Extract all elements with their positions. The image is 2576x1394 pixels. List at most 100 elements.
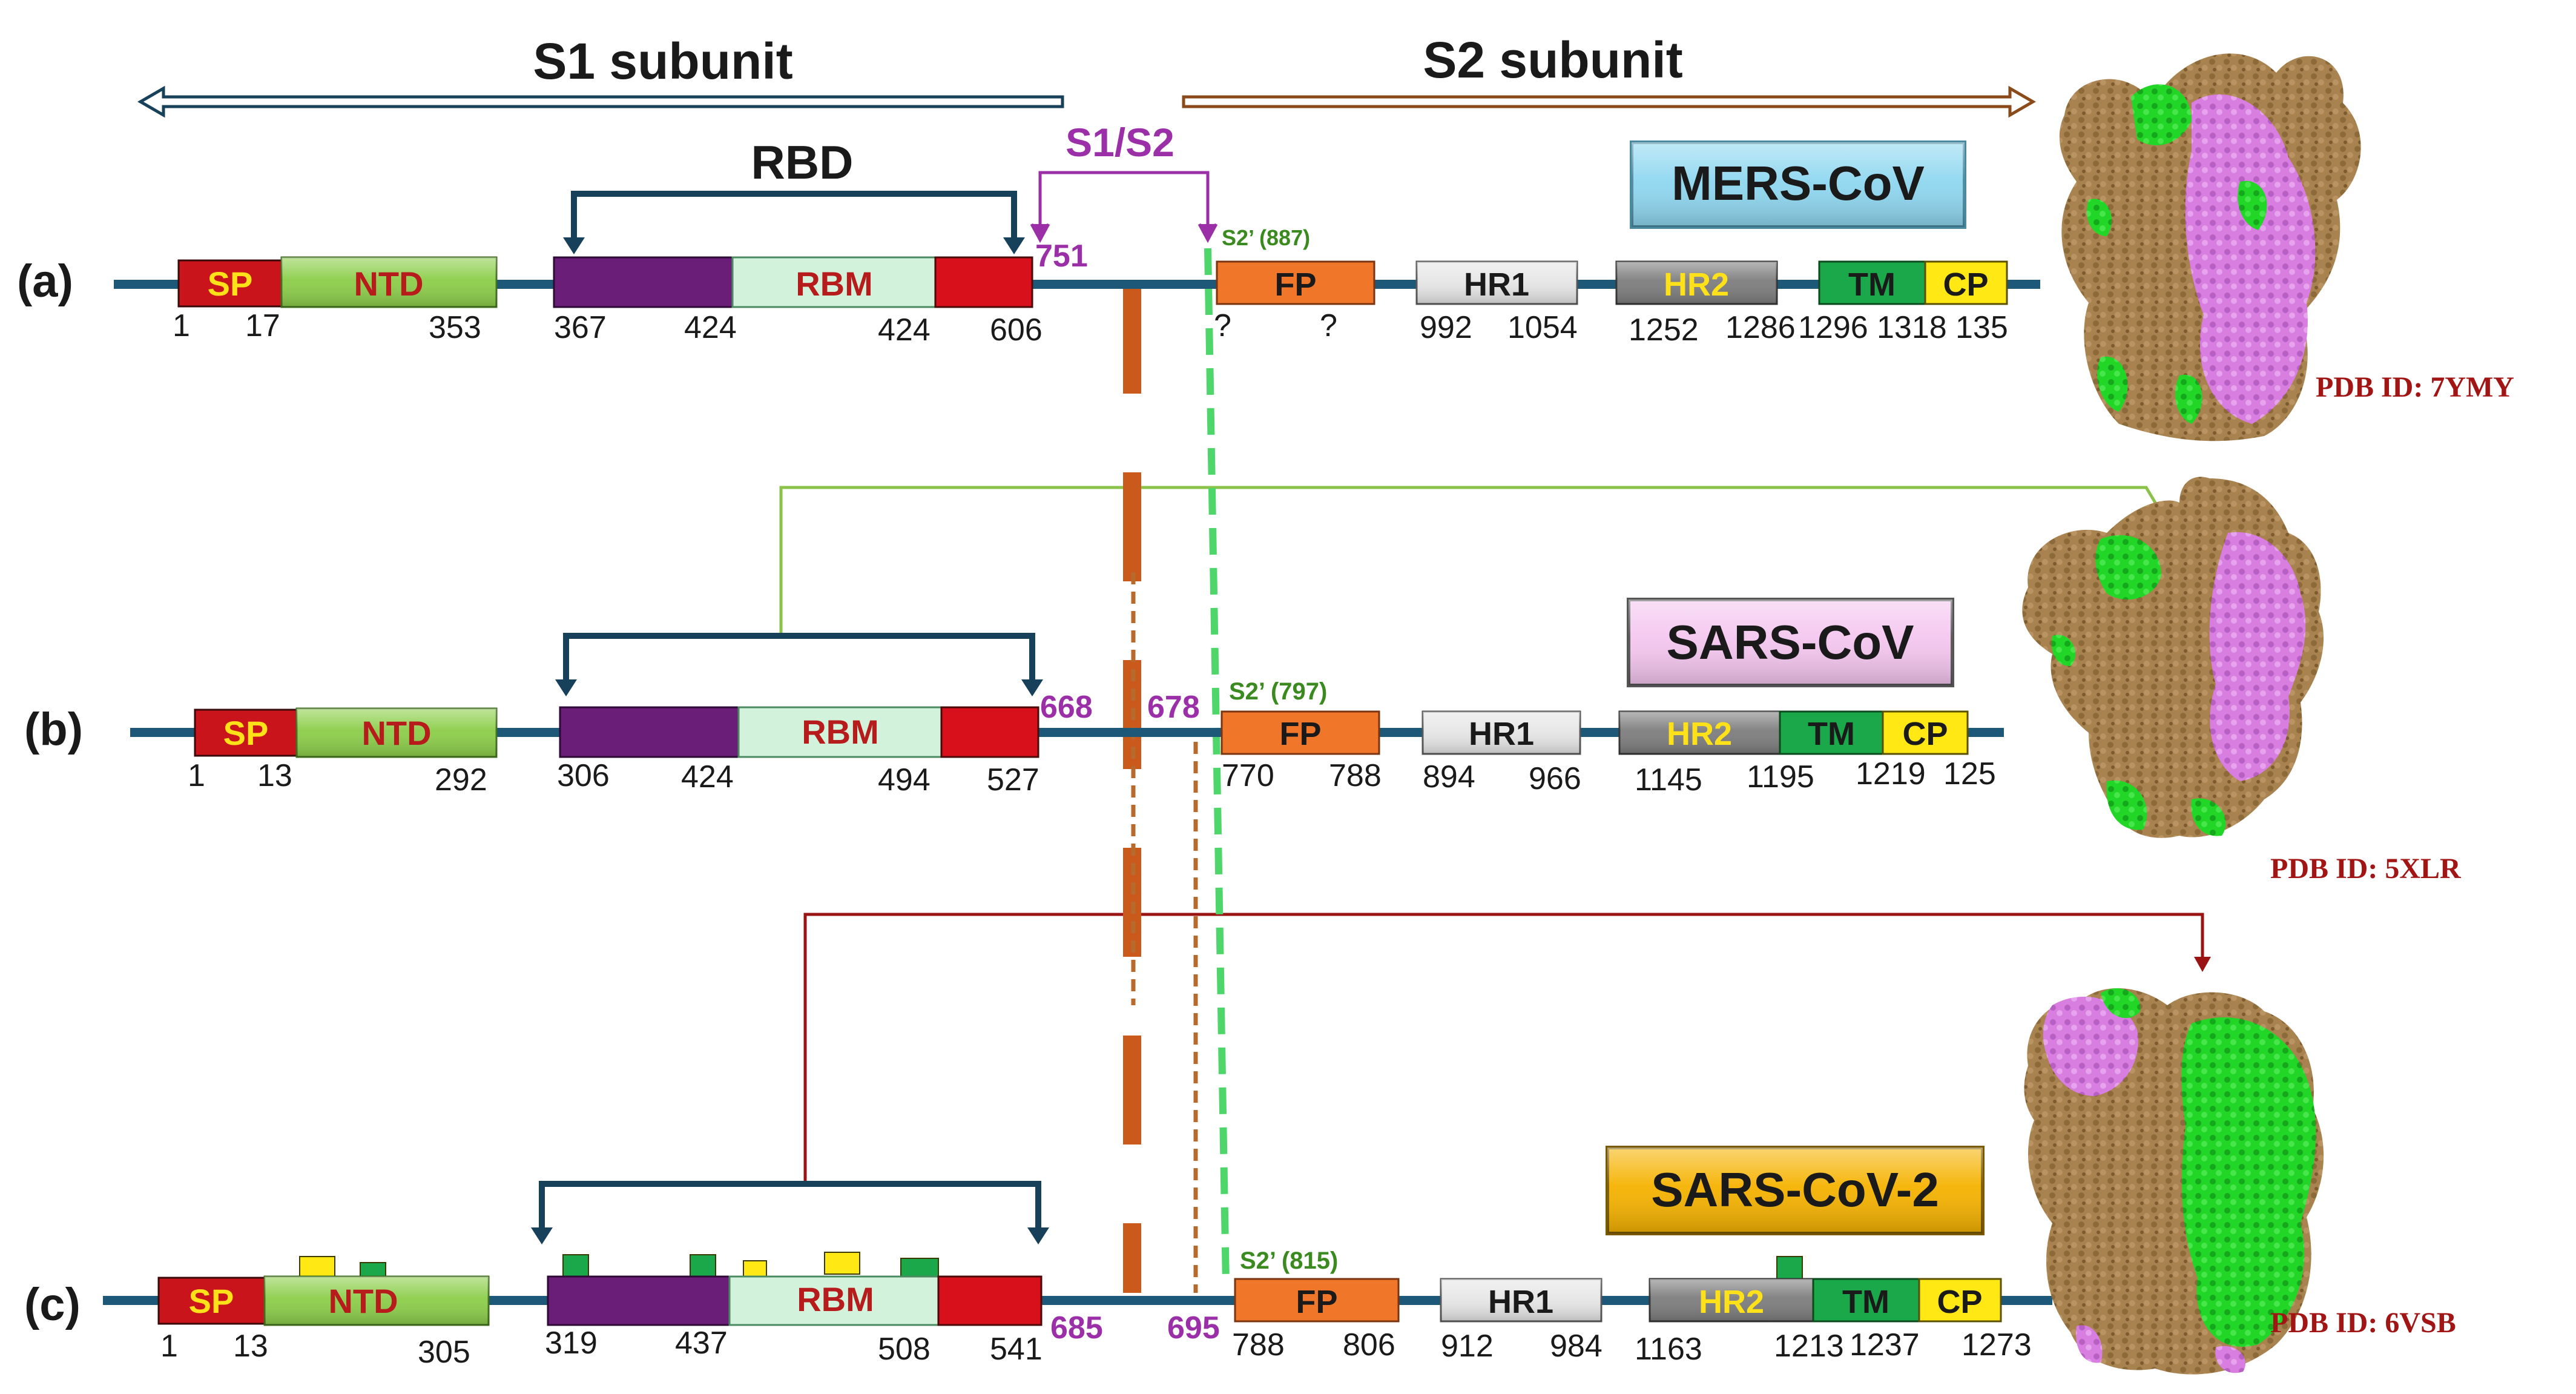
s2prime-a: S2’ (887) (1222, 225, 1310, 250)
marker-yellow-1 (299, 1256, 335, 1278)
pos-c-5: 437 (675, 1326, 728, 1361)
tm-label-c: TM (1842, 1284, 1889, 1320)
pos-b-5: 424 (681, 759, 734, 794)
ntd-label-b: NTD (361, 714, 431, 752)
pos-b-1: 1 (188, 758, 205, 793)
row-label-b: (b) (24, 704, 83, 755)
hr2-gloss-c (1650, 1279, 1813, 1321)
ntd-gloss-b (297, 709, 496, 757)
hr2-label-a: HR2 (1664, 266, 1729, 303)
rbd-label: RBD (751, 136, 854, 189)
s2prime-c: S2’ (815) (1240, 1247, 1338, 1274)
virus-name-b: SARS-CoV (1667, 615, 1914, 669)
rbd-bracket-b-left-head (555, 679, 577, 696)
connector-red-head (2194, 957, 2211, 972)
pos-a-13: 1286 (1725, 310, 1796, 345)
sp-label-a: SP (208, 265, 253, 303)
fp-label-b: FP (1279, 716, 1321, 752)
ntd-label-c: NTD (328, 1282, 398, 1320)
rbd-bracket-a (571, 191, 1017, 245)
pos-c-9: 806 (1343, 1327, 1395, 1363)
marker-green-5 (1776, 1256, 1803, 1280)
ntd-gloss-a (282, 257, 496, 307)
pos-b-6: 494 (878, 762, 931, 798)
pos-a-9: ? (1320, 308, 1337, 343)
rbm-label-c: RBM (797, 1280, 874, 1318)
rbd-bracket-a-right-head (1003, 237, 1025, 254)
pdb-label-a: PDB ID: 7YMY (2316, 371, 2514, 403)
hr1-gloss-c (1441, 1279, 1601, 1321)
pos-c-2: 13 (233, 1329, 268, 1364)
s1s2-site-c-1: 685 (1050, 1310, 1103, 1346)
pdb-label-b: PDB ID: 5XLR (2270, 853, 2462, 885)
s2-subunit-arrow (1182, 85, 2036, 118)
rbm-label-b: RBM (802, 713, 879, 751)
marker-yellow-3 (824, 1252, 860, 1275)
pos-c-3: 305 (418, 1335, 470, 1370)
virus-box-b-gloss (1629, 600, 1952, 685)
sp-domain-a (177, 259, 283, 308)
pos-a-12: 1252 (1629, 312, 1699, 348)
pos-a-14: 1296 (1798, 310, 1868, 345)
s2-subunit-label: S2 subunit (1423, 31, 1682, 88)
hr2-label-b: HR2 (1667, 716, 1732, 752)
positions-a: 1 17 353 367 424 424 606 ? ? 992 1054 12… (173, 308, 2008, 348)
pos-b-13: 1195 (1747, 759, 1814, 794)
fp-domain-b (1220, 710, 1380, 755)
rbm-domain-c (728, 1275, 940, 1326)
cp-domain-a (1924, 260, 2008, 305)
rbd-purple-c (547, 1275, 731, 1326)
pos-c-6: 508 (878, 1332, 931, 1367)
hr2-label-c: HR2 (1699, 1284, 1764, 1320)
row-label-a: (a) (17, 256, 73, 307)
marker-green-3 (690, 1254, 716, 1277)
s1s2-label: S1/S2 (1066, 120, 1174, 165)
cp-domain-c (1918, 1278, 2002, 1323)
rbm-label-a: RBM (796, 265, 873, 303)
pos-c-13: 1213 (1774, 1329, 1844, 1364)
pos-b-4: 306 (557, 758, 610, 793)
fp-domain-a (1216, 260, 1375, 305)
fp-label-c: FP (1296, 1284, 1337, 1320)
pos-b-3: 292 (435, 762, 487, 798)
pos-a-15: 1318 (1877, 310, 1947, 345)
connector-green (779, 486, 2175, 633)
hr2-gloss-a (1616, 262, 1777, 304)
rbd-purple-a (553, 256, 734, 308)
fp-domain-c (1234, 1278, 1400, 1323)
virus-name-c: SARS-CoV-2 (1651, 1163, 1939, 1217)
pos-b-7: 527 (987, 762, 1039, 798)
pos-c-14: 1237 (1850, 1327, 1920, 1363)
pos-a-3: 353 (429, 310, 481, 345)
rbd-bracket-c-right-head (1027, 1227, 1049, 1244)
virus-box-c-gloss (1607, 1148, 1983, 1234)
cp-domain-b (1882, 710, 1969, 755)
cp-label-a: CP (1943, 266, 1988, 303)
positions-b: 1 13 292 306 424 494 527 770 788 894 966… (188, 756, 1996, 798)
hr1-gloss-a (1417, 262, 1577, 304)
row-b: (b) SP NTD RBM 668 678 S2’ (797) FP HR1 … (24, 477, 2462, 885)
sp-label-b: SP (223, 714, 269, 752)
s1s2-site-b-2: 678 (1147, 690, 1200, 725)
pos-b-12: 1145 (1635, 762, 1702, 798)
pos-c-1: 1 (160, 1329, 178, 1364)
fp-label-a: FP (1274, 266, 1316, 303)
pos-c-8: 788 (1232, 1327, 1285, 1363)
pos-b-11: 966 (1529, 761, 1581, 796)
hr2-gloss-b (1619, 712, 1780, 754)
rbd-bracket-b (563, 633, 1035, 687)
tm-domain-a (1818, 260, 1926, 305)
pos-a-11: 1054 (1507, 310, 1578, 345)
virus-name-a: MERS-CoV (1672, 156, 1925, 210)
rbd-red-a (934, 256, 1033, 308)
pos-b-14: 1219 (1856, 756, 1926, 791)
tm-label-a: TM (1848, 266, 1896, 303)
pos-b-8: 770 (1222, 758, 1274, 793)
pos-a-10: 992 (1420, 310, 1472, 345)
connector-red (803, 913, 2204, 1181)
row-a: (a) SP NTD RBM 751 S2’ (887) FP HR1 HR2 … (17, 53, 2514, 441)
rbm-domain-b (737, 706, 943, 758)
pos-a-4: 367 (554, 310, 607, 345)
s2prime-b: S2’ (797) (1229, 678, 1327, 705)
